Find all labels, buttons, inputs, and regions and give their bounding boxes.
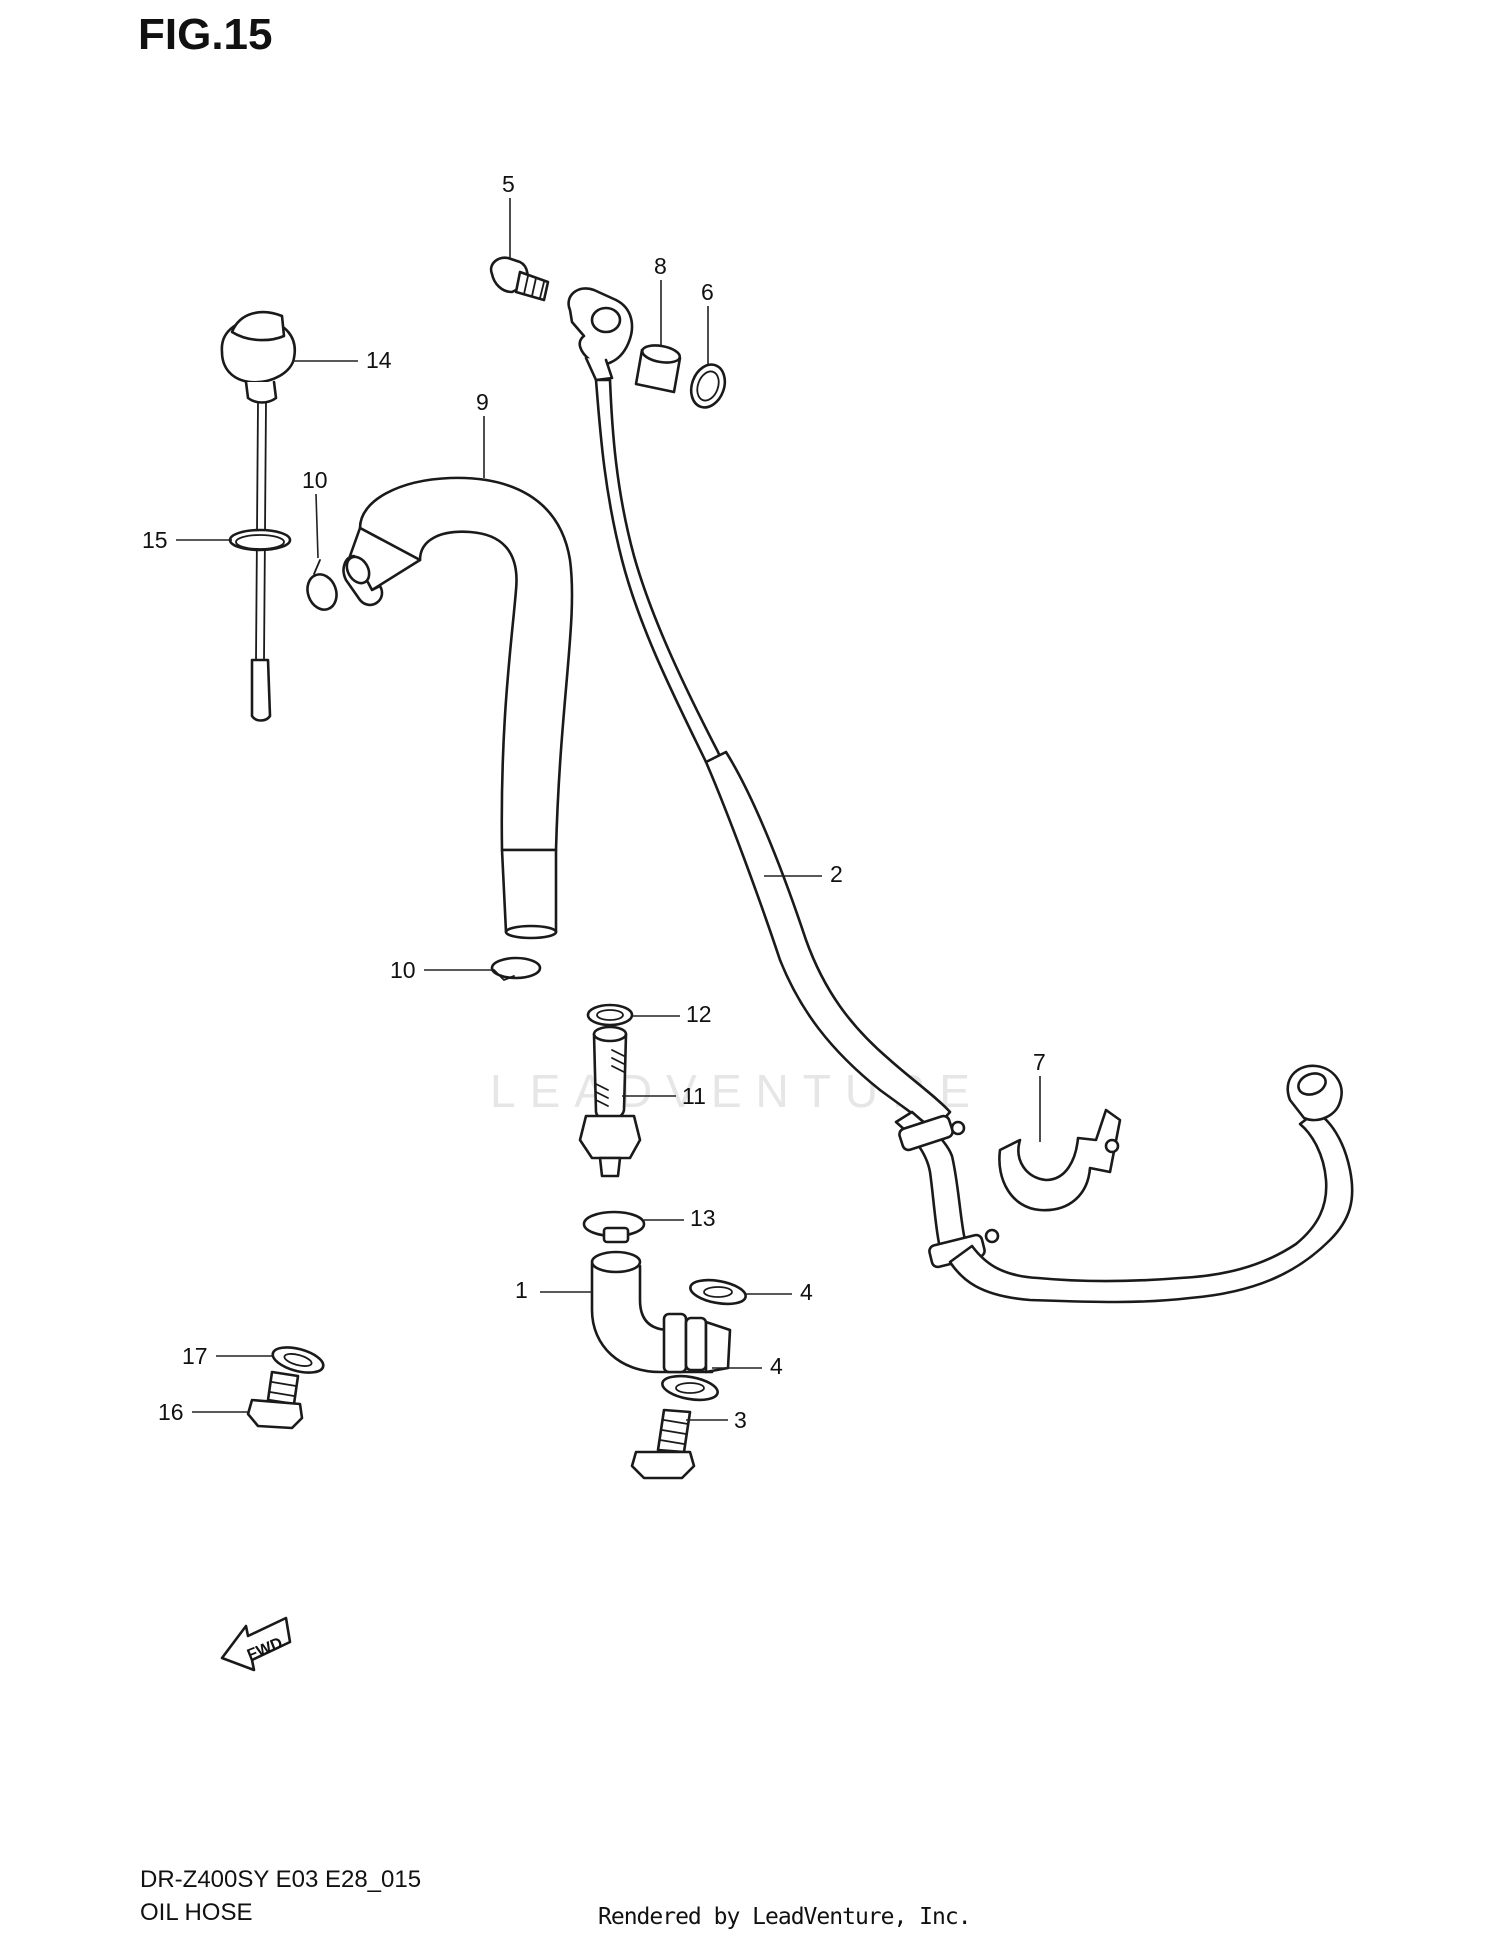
sleeve[interactable] [634, 343, 682, 394]
hose-clamp-13[interactable] [582, 1210, 646, 1244]
callout-9: 9 [476, 389, 489, 478]
svg-text:5: 5 [502, 171, 515, 197]
gasket-12[interactable] [586, 1003, 634, 1027]
figure-title: FIG.15 [138, 10, 273, 59]
svg-text:13: 13 [690, 1205, 716, 1231]
union-bolt-bottom[interactable] [630, 1408, 696, 1480]
breather-hose[interactable] [342, 476, 574, 940]
callout-3: 3 [686, 1407, 747, 1433]
callout-12: 12 [632, 1001, 712, 1027]
callout-10a: 10 [302, 467, 328, 559]
hose-clamp-bracket[interactable] [998, 1108, 1122, 1212]
svg-text:7: 7 [1033, 1049, 1046, 1075]
callout-8: 8 [654, 253, 667, 346]
callout-6: 6 [701, 279, 714, 364]
gasket-4-upper[interactable] [689, 1276, 748, 1307]
drain-bolt[interactable] [246, 1370, 304, 1430]
callout-2: 2 [764, 861, 843, 887]
svg-text:12: 12 [686, 1001, 712, 1027]
callout-13: 13 [644, 1205, 716, 1231]
model-code: DR-Z400SY E03 E28_015 [140, 1866, 422, 1893]
callout-15: 15 [142, 527, 232, 553]
hose-clip-lower[interactable] [490, 956, 542, 982]
svg-text:14: 14 [366, 347, 392, 373]
dipstick-o-ring[interactable] [228, 528, 292, 552]
svg-text:10: 10 [390, 957, 416, 983]
callout-10b: 10 [390, 957, 492, 983]
svg-text:17: 17 [182, 1343, 208, 1369]
union-bolt-top[interactable] [489, 256, 550, 302]
svg-text:11: 11 [682, 1083, 706, 1109]
callout-16: 16 [158, 1399, 250, 1425]
svg-text:2: 2 [830, 861, 843, 887]
dipstick-rod[interactable] [250, 401, 272, 722]
o-ring-top[interactable] [685, 360, 730, 412]
callout-1: 1 [515, 1277, 592, 1303]
svg-text:10: 10 [302, 467, 328, 493]
svg-text:9: 9 [476, 389, 489, 415]
svg-text:1: 1 [515, 1277, 528, 1303]
callout-4a: 4 [746, 1279, 813, 1305]
dipstick-cap[interactable] [220, 310, 297, 404]
drain-gasket[interactable] [270, 1343, 326, 1378]
callout-17: 17 [182, 1343, 274, 1369]
forward-arrow-icon: FWD [220, 1616, 292, 1672]
render-credit: Rendered by LeadVenture, Inc. [598, 1904, 972, 1930]
svg-text:8: 8 [654, 253, 667, 279]
callout-4b: 4 [712, 1353, 783, 1379]
pipe-fitting-11[interactable] [578, 1025, 642, 1178]
svg-text:6: 6 [701, 279, 714, 305]
svg-text:4: 4 [770, 1353, 783, 1379]
assembly-name: OIL HOSE [140, 1899, 253, 1926]
svg-text:16: 16 [158, 1399, 184, 1425]
oil-hose-elbow[interactable] [590, 1250, 732, 1374]
callout-7: 7 [1033, 1049, 1046, 1142]
hose-clip-upper[interactable] [303, 559, 342, 614]
callout-5: 5 [502, 171, 515, 258]
callout-11: 11 [622, 1083, 706, 1109]
svg-text:15: 15 [142, 527, 168, 553]
callout-14: 14 [292, 347, 392, 373]
svg-text:4: 4 [800, 1279, 813, 1305]
gasket-4-lower[interactable] [661, 1372, 720, 1403]
svg-text:3: 3 [734, 1407, 747, 1433]
oil-hose-main[interactable] [567, 287, 1354, 1304]
